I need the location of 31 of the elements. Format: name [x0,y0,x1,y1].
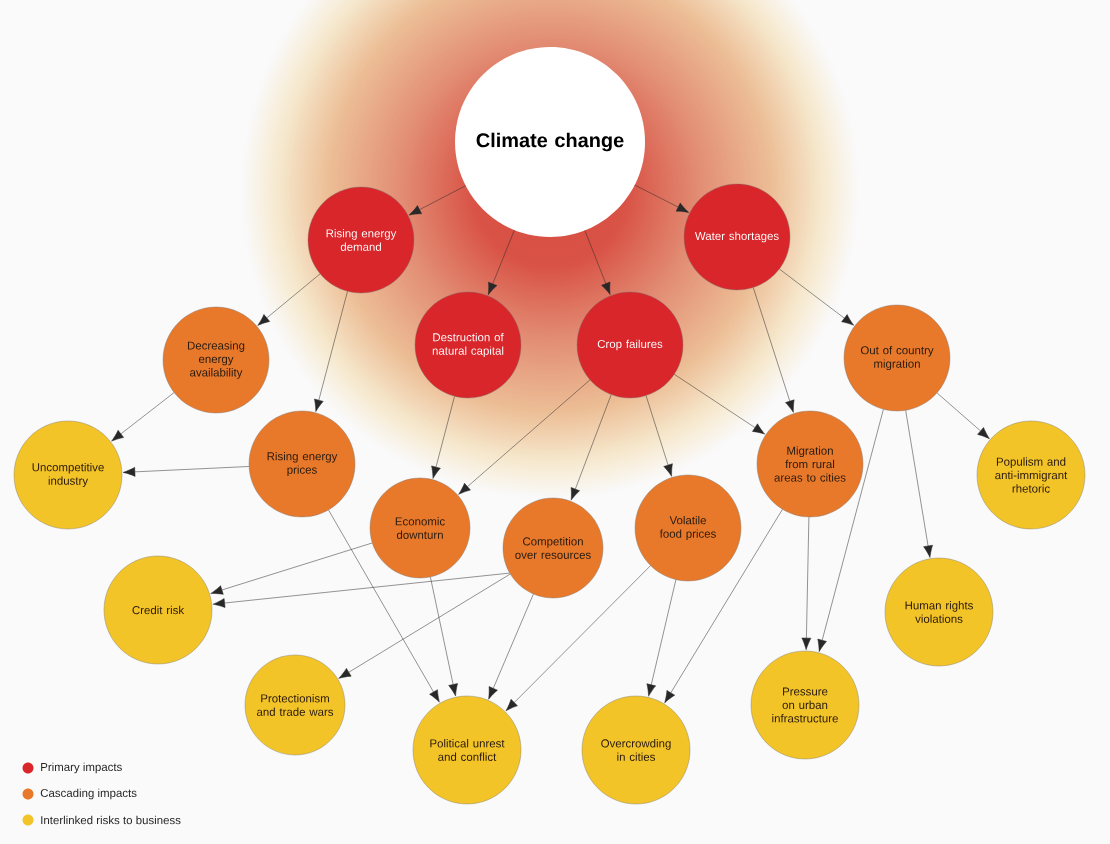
legend-label: Primary impacts [41,762,122,774]
arrow [664,509,783,704]
arrow [936,392,990,439]
arrow [122,466,250,477]
arrow [674,374,766,435]
arrow [779,268,854,326]
arrow [488,593,534,700]
arrow [431,396,455,479]
arrow [314,291,348,412]
arrow [257,273,321,326]
arrow [584,230,611,295]
arrow [634,184,689,213]
arrow [817,409,884,652]
arrow [646,579,677,697]
arrow [801,516,812,651]
arrow [505,565,651,712]
arrow [328,509,440,703]
arrow [408,185,466,216]
arrow [430,576,458,697]
arrow [212,572,510,608]
arrow [111,392,175,442]
arrow [338,573,511,679]
arrow [570,394,612,501]
arrow [210,542,373,595]
arrow [905,410,933,558]
arrow [488,230,515,295]
arrow [645,395,673,477]
arrow [458,379,591,495]
legend-label: Interlinked risks to business [41,815,181,825]
arrow [753,287,795,413]
legend-label: Cascading impacts [40,788,137,800]
